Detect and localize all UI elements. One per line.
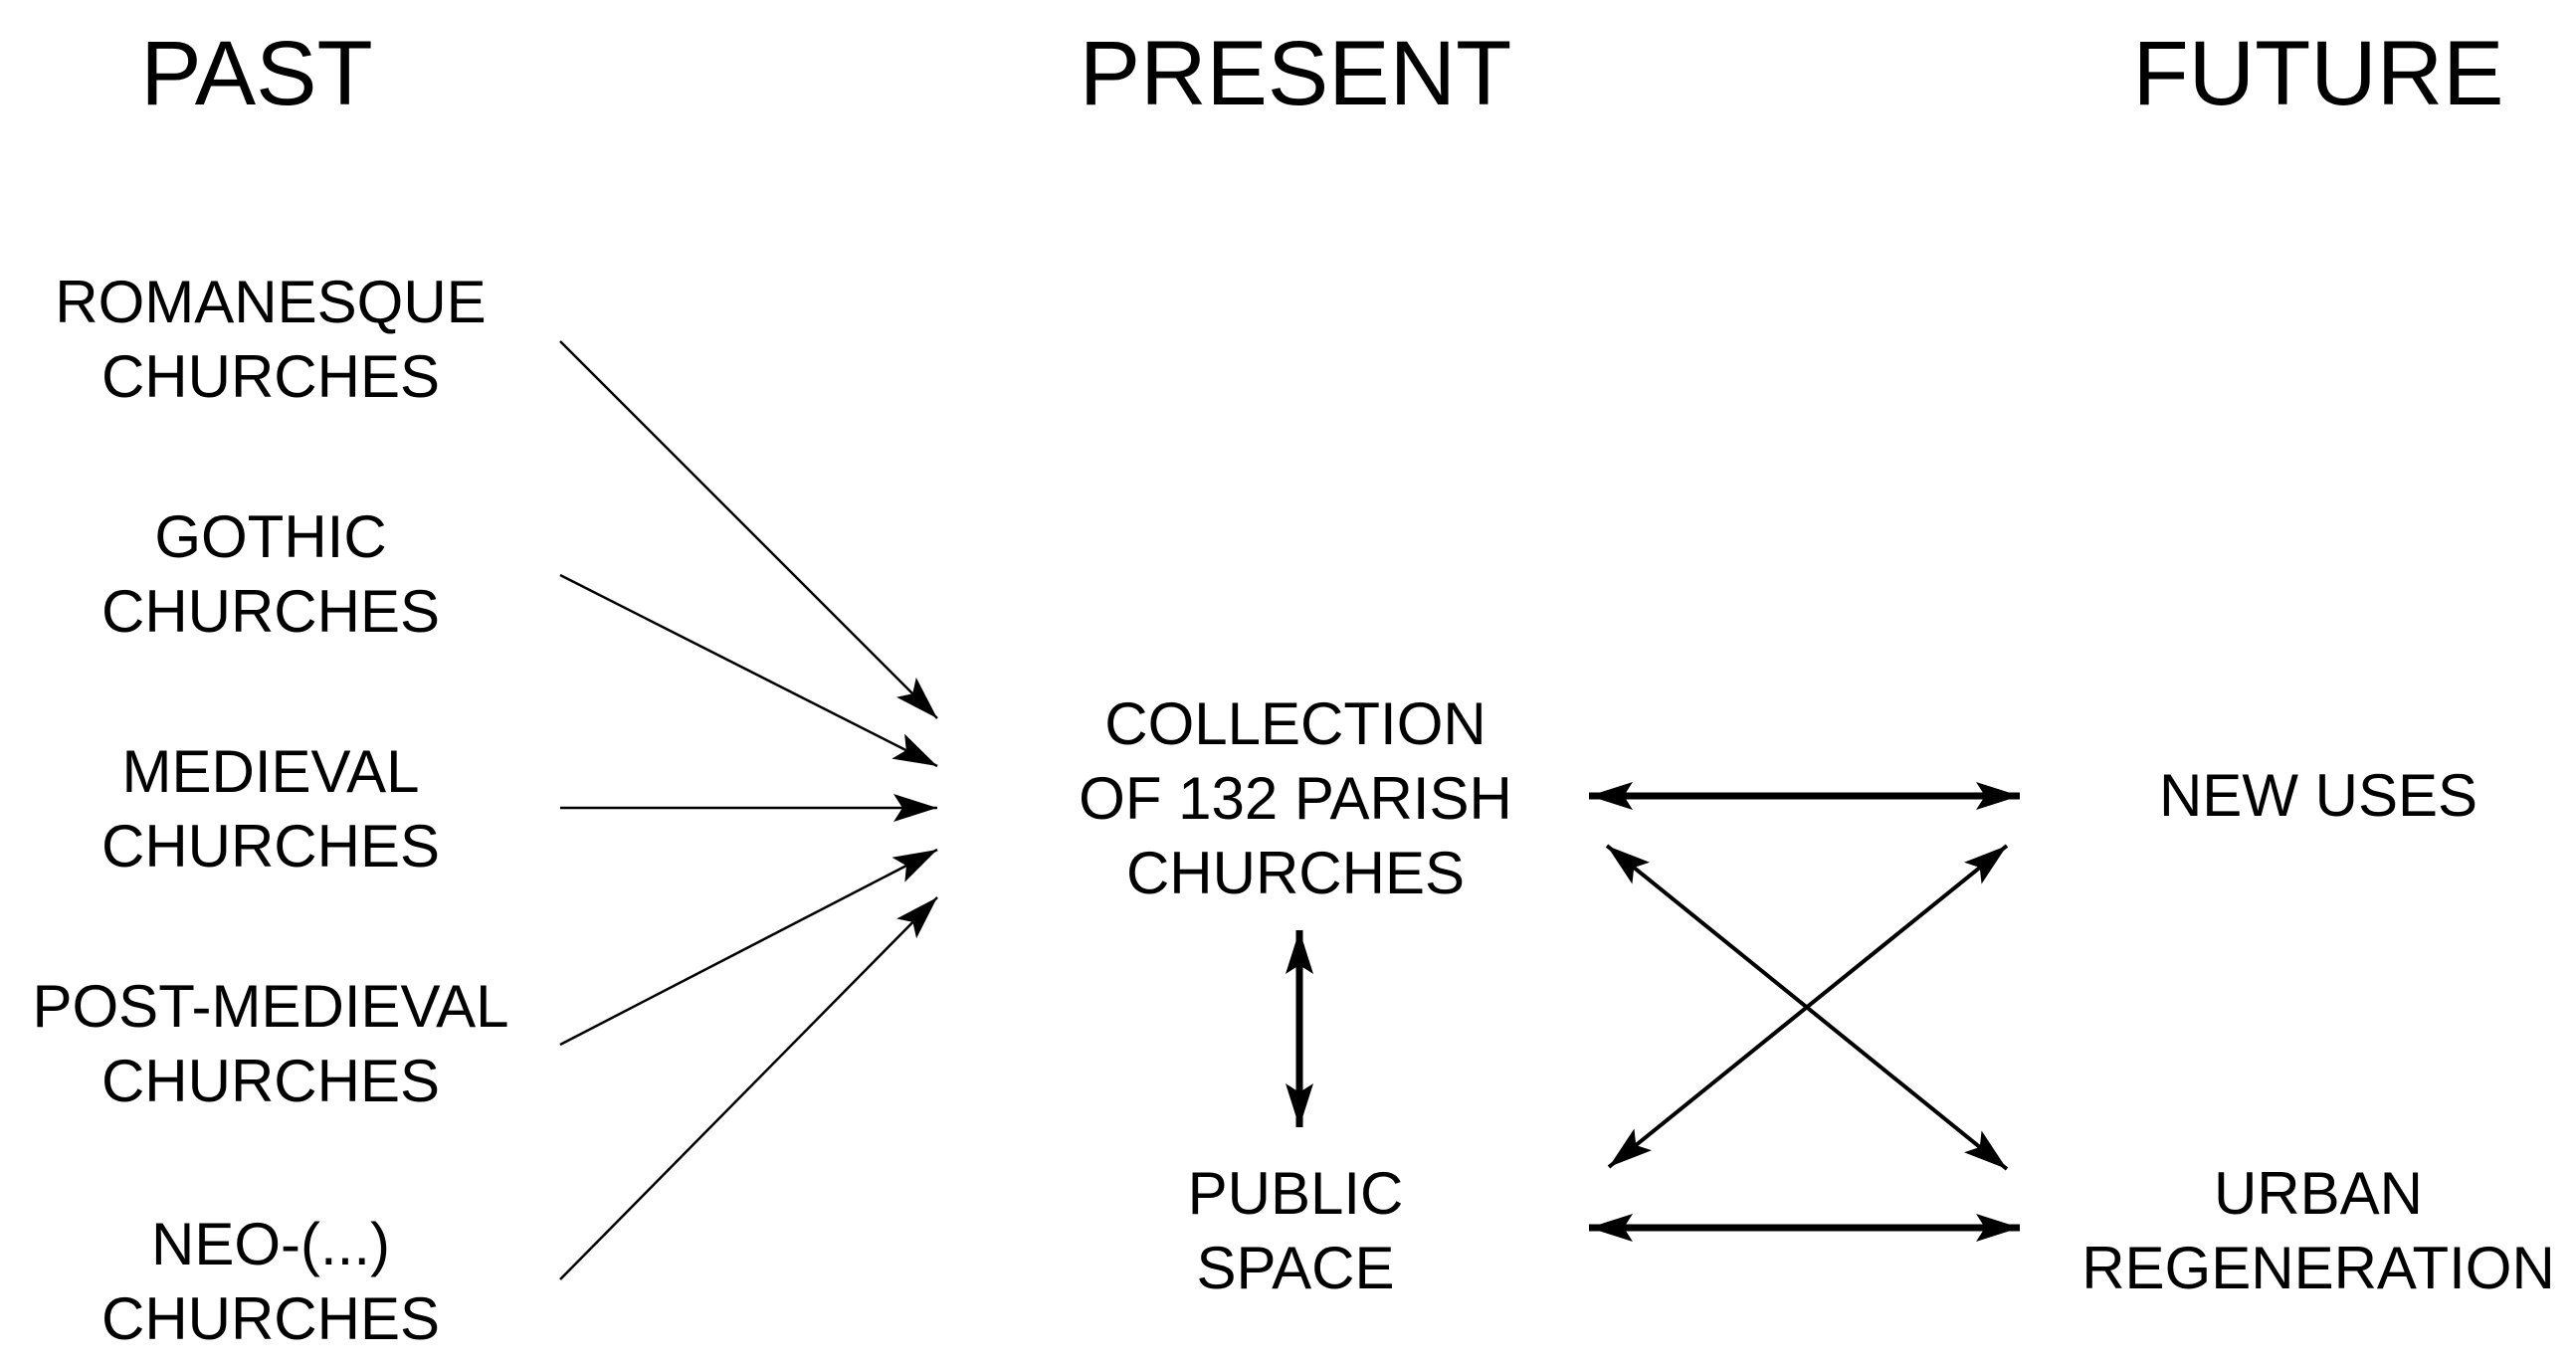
node-label-line: PUBLIC — [1187, 1160, 1404, 1227]
node-label-line: ROMANESQUE — [55, 269, 487, 335]
node-label-line: MEDIEVAL — [121, 738, 420, 805]
node-new-uses: NEW USES — [2159, 758, 2477, 833]
arrow-gothic-to-collection — [559, 573, 938, 768]
node-label-line: SPACE — [1196, 1235, 1395, 1301]
heading-future: FUTURE — [2132, 23, 2504, 124]
node-label-line: NEW USES — [2158, 762, 2478, 829]
node-label-line: CHURCHES — [1125, 840, 1466, 906]
arrow-neo-to-collection — [559, 896, 938, 1280]
node-gothic-churches: GOTHIC CHURCHES — [101, 499, 440, 649]
node-post-medieval-churches: POST-MEDIEVAL CHURCHES — [32, 969, 508, 1118]
node-label-line: CHURCHES — [100, 1048, 441, 1114]
node-label-line: COLLECTION — [1104, 690, 1486, 757]
node-collection-of-parish-churches: COLLECTION OF 132 PARISH CHURCHES — [1079, 686, 1512, 910]
node-label-line: CHURCHES — [100, 578, 441, 645]
node-medieval-churches: MEDIEVAL CHURCHES — [101, 734, 440, 883]
arrow-post-medieval-to-collection — [559, 848, 938, 1047]
node-public-space: PUBLIC SPACE — [1188, 1156, 1404, 1305]
node-urban-regeneration: URBAN REGENERATION — [2081, 1156, 2555, 1305]
node-label-line: GOTHIC — [154, 503, 387, 570]
node-label-line: POST-MEDIEVAL — [32, 973, 509, 1040]
heading-past: PAST — [140, 23, 373, 124]
node-romanesque-churches: ROMANESQUE CHURCHES — [55, 265, 486, 414]
arrow-romanesque-to-collection — [559, 340, 938, 719]
node-label-line: OF 132 PARISH — [1079, 765, 1512, 832]
node-label-line: NEO-(...) — [151, 1211, 390, 1277]
arrow-public-space-new-uses — [1607, 844, 2009, 1169]
node-label-line: URBAN — [2213, 1160, 2424, 1227]
node-label-line: CHURCHES — [100, 343, 441, 410]
node-label-line: CHURCHES — [100, 813, 441, 879]
node-label-line: CHURCHES — [100, 1285, 441, 1352]
node-label-line: REGENERATION — [2081, 1235, 2555, 1301]
heading-present: PRESENT — [1079, 23, 1512, 124]
node-neo-churches: NEO-(...) CHURCHES — [101, 1207, 440, 1356]
